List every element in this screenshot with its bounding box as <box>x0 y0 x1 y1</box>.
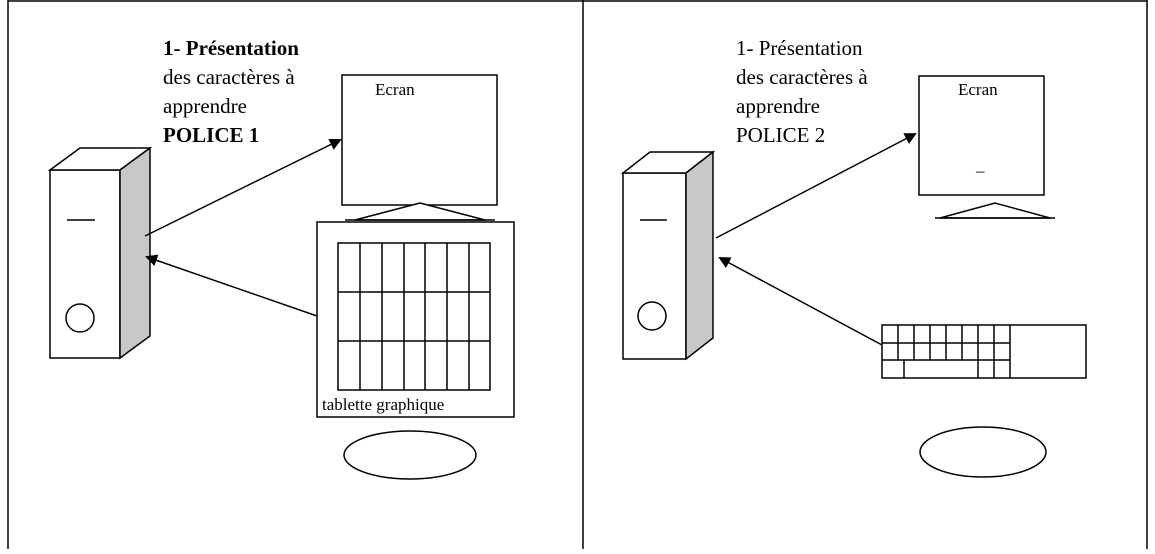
arrow-icon <box>144 139 342 237</box>
screen-content: – <box>975 161 985 180</box>
right-caption-line-2: des caractères à <box>736 65 868 89</box>
graphics-tablet-icon <box>316 221 515 418</box>
left-caption-line-4: POLICE 1 <box>163 123 259 147</box>
left-caption-line-2: des caractères à <box>163 65 295 89</box>
arrow-icon <box>145 254 318 317</box>
left-caption-line-1: 1- Présentation <box>163 36 299 60</box>
arrow-icon <box>718 257 883 346</box>
right-screen-label: Ecran <box>958 80 998 99</box>
left-caption-line-3: apprendre <box>163 94 247 118</box>
right-caption-line-1: 1- Présentation <box>736 36 863 60</box>
computer-tower-icon <box>47 146 153 360</box>
monitor-icon <box>341 74 498 221</box>
right-caption-line-3: apprendre <box>736 94 820 118</box>
left-screen-label: Ecran <box>375 80 415 99</box>
left-panel: 1- Présentation des caractères à apprend… <box>47 36 515 480</box>
computer-tower-icon <box>620 150 716 361</box>
panel-frame <box>7 0 1148 549</box>
right-panel: 1- Présentation des caractères à apprend… <box>620 36 1087 478</box>
monitor-icon <box>918 75 1055 219</box>
keyboard-icon <box>881 324 1087 379</box>
right-caption-line-4: POLICE 2 <box>736 123 825 147</box>
arrow-icon <box>715 133 917 239</box>
mouse-icon <box>919 426 1047 478</box>
mouse-icon <box>343 430 477 480</box>
tablet-label: tablette graphique <box>322 395 444 414</box>
